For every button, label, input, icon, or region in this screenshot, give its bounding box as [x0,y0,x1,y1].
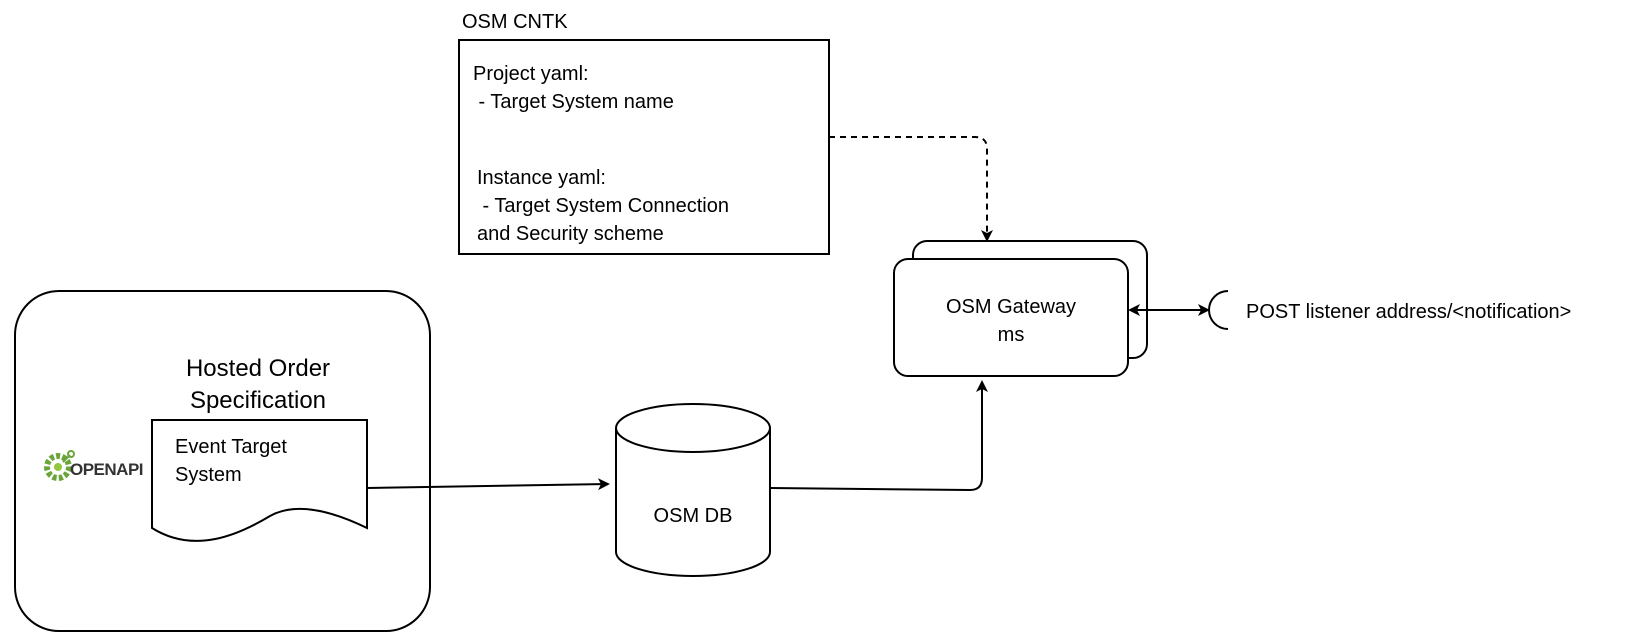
osm-cntk-box [458,39,830,255]
osm-db-cylinder: OSM DB [615,403,771,577]
osm-db-label: OSM DB [654,505,733,527]
osm-gateway-front-card [893,258,1129,377]
project-yaml-item: - Target System name [473,91,674,113]
openapi-logo-icon: OPENAPI [44,450,144,481]
document-to-db-connector [366,478,610,491]
instance-yaml-item-2: and Security scheme [477,223,664,245]
event-target-line2: System [175,464,242,486]
event-target-document-shape [151,419,368,542]
instance-yaml-item-1: - Target System Connection [477,195,729,217]
project-yaml-label: Project yaml: [473,63,589,85]
osm-gateway-label-line2: ms [998,324,1025,346]
osm-gateway-label-line1: OSM Gateway [946,296,1076,318]
hosted-order-specification-group: Hosted Order Specification Event Target … [14,290,431,632]
cntk-to-gateway-dashed-connector [829,136,993,242]
hosted-order-title-line1: Hosted Order [186,355,330,382]
osm-cntk-title: OSM CNTK [462,11,568,33]
osm-gateway-group: OSM Gateway ms [893,240,1148,377]
hosted-order-title-line2: Specification [190,387,326,414]
event-target-line1: Event Target [175,436,287,458]
post-listener-label: POST listener address/<notification> [1246,301,1571,323]
instance-yaml-label: Instance yaml: [477,167,606,189]
osm-cntk-group: OSM CNTK Project yaml: - Target System n… [458,11,830,255]
db-to-gateway-connector [769,380,988,492]
listener-interface-socket-icon [1208,290,1229,330]
openapi-logo-text: OPENAPI [70,460,143,479]
